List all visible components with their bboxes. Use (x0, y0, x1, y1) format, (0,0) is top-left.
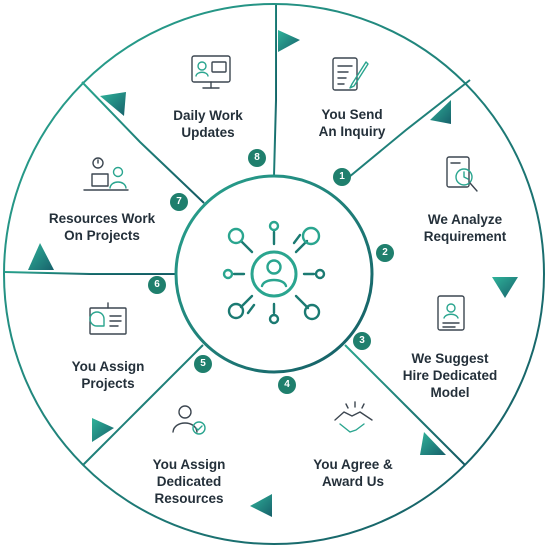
step-number-badge: 1 (333, 168, 351, 186)
profile-document-icon (437, 295, 465, 331)
arrow-marker (420, 432, 446, 455)
inquiry-form-icon (332, 57, 369, 91)
arrow-marker (430, 100, 451, 124)
handshake-icon (334, 401, 373, 433)
network-user-icon (222, 220, 326, 325)
step-number-badge: 5 (194, 355, 212, 373)
step-number-badge: 7 (170, 193, 188, 211)
assign-person-icon (172, 405, 206, 435)
person-at-desk-icon (83, 157, 129, 191)
arrow-marker (492, 277, 518, 298)
direction-arrows (28, 30, 518, 517)
step-number-badge: 6 (148, 276, 166, 294)
arrow-marker (278, 30, 300, 52)
analyze-magnifier-icon (446, 156, 478, 192)
arrow-marker (92, 418, 114, 442)
presentation-board-icon (89, 302, 127, 335)
monitor-chat-icon (191, 55, 231, 89)
divider-lines (4, 5, 545, 543)
step-number-badge: 8 (248, 149, 266, 167)
step-number-badge: 3 (353, 332, 371, 350)
step-4-label: You Agree &Award Us (313, 457, 393, 489)
arrow-marker (28, 243, 54, 270)
step-number-badge: 2 (376, 244, 394, 262)
step-number-badge: 4 (278, 376, 296, 394)
arrow-marker (250, 494, 272, 517)
arrow-marker (100, 92, 126, 116)
